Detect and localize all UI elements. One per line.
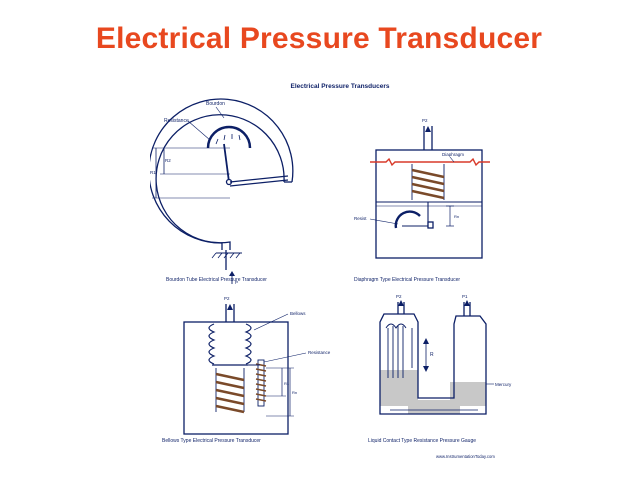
label-r2: R2 (165, 158, 171, 163)
bourdon-panel (150, 98, 294, 284)
ground-hatch (211, 252, 241, 259)
vessel-left (379, 313, 487, 415)
label-r-liquid: R (430, 352, 434, 358)
label-resistance-1: Resistance (164, 118, 189, 124)
label-rn-diaphragm: Rn (454, 214, 459, 219)
contact-wires (387, 326, 404, 378)
label-r1: R1 (150, 170, 156, 175)
mercury-tube (408, 400, 460, 414)
website-credit: www.InstrumentationToday.com (436, 454, 495, 459)
label-p-diaphragm: P2 (422, 118, 428, 123)
label-p-left: P2 (396, 294, 402, 299)
bellows-panel (183, 304, 294, 435)
caption-diaphragm: Diaphragm Type Electrical Pressure Trans… (354, 277, 460, 283)
label-bourdon: Bourdon (206, 101, 225, 107)
label-resistance-bellows: Resistance (308, 350, 331, 355)
bellows-right (244, 323, 252, 365)
label-bellows: Bellows (290, 311, 306, 316)
label-p-right: P1 (462, 294, 468, 299)
caption-liquid: Liquid Contact Type Resistance Pressure … (368, 438, 476, 444)
label-r1-bellows: R1 (284, 381, 290, 386)
label-diaphragm: Diaphragm (442, 152, 464, 157)
link-rod (229, 175, 289, 183)
bourdon-tube-outer (150, 98, 294, 250)
wiper-arm (223, 143, 230, 183)
resistance-arc (206, 125, 252, 149)
caption-bourdon: Bourdon Tube Electrical Pressure Transdu… (166, 277, 267, 283)
label-resist: Resist (354, 216, 367, 221)
label-mercury: Mercury (495, 382, 512, 387)
diaphragm-membrane (370, 157, 490, 167)
bellows-housing (183, 321, 289, 435)
bellows-resistance (255, 363, 267, 402)
transducer-diagram: Electrical Pressure Transducers Bourdon … (150, 83, 512, 459)
diaphragm-housing (375, 149, 483, 259)
resistor-arc (394, 210, 421, 229)
figure-heading: Electrical Pressure Transducers (290, 83, 389, 90)
transducer-figure: Electrical Pressure Transducers Bourdon … (150, 78, 546, 466)
caption-bellows: Bellows Type Electrical Pressure Transdu… (162, 438, 261, 444)
label-rn-bellows: Rn (292, 390, 297, 395)
bourdon-tube-inner (155, 114, 285, 250)
label-p-bourdon: P (235, 280, 238, 285)
slide-title: Electrical Pressure Transducer (95, 22, 543, 55)
diaphragm-spring (411, 168, 445, 200)
diaphragm-panel (370, 126, 490, 259)
label-p-bellows: P2 (224, 296, 230, 301)
liquid-panel (379, 300, 494, 415)
bellows-spring (215, 372, 245, 414)
bellows-left (208, 323, 216, 365)
